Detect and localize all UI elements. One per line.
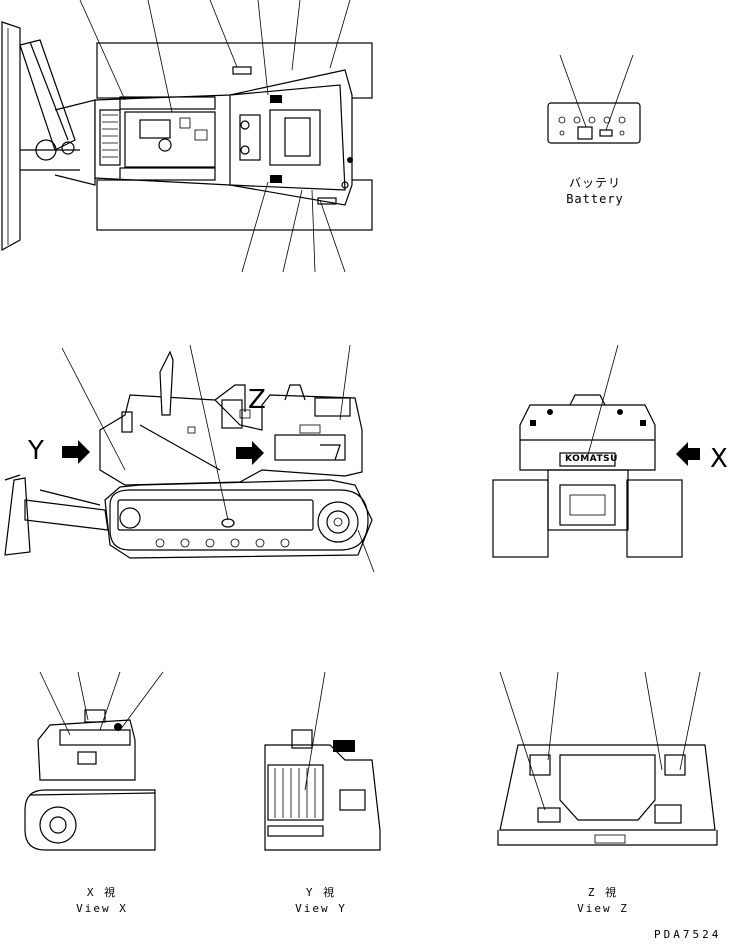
battery-label-jp: バッテリ xyxy=(568,176,621,190)
view-y-diagram xyxy=(264,671,381,851)
view-y-caption-jp: Y 視 xyxy=(305,886,337,899)
view-x-caption-jp: X 視 xyxy=(86,886,118,899)
view-z-caption-en: View Z xyxy=(577,902,629,915)
brand-plate: KOMATSU xyxy=(565,454,618,464)
marker-z: Z xyxy=(248,385,266,415)
marker-x: X xyxy=(710,444,728,474)
marker-y: Y xyxy=(28,436,44,466)
rear-view xyxy=(492,344,700,558)
view-x-caption-en: View X xyxy=(76,902,128,915)
battery-label-en: Battery xyxy=(566,192,624,206)
view-x-diagram xyxy=(24,671,164,851)
view-z-diagram xyxy=(497,671,718,846)
top-view xyxy=(1,0,373,273)
battery-diagram xyxy=(547,54,641,144)
side-view xyxy=(4,344,375,573)
view-y-caption-en: View Y xyxy=(295,902,347,915)
drawing-code: PDA7524 xyxy=(654,928,722,941)
view-z-caption-jp: Z 視 xyxy=(587,886,619,899)
